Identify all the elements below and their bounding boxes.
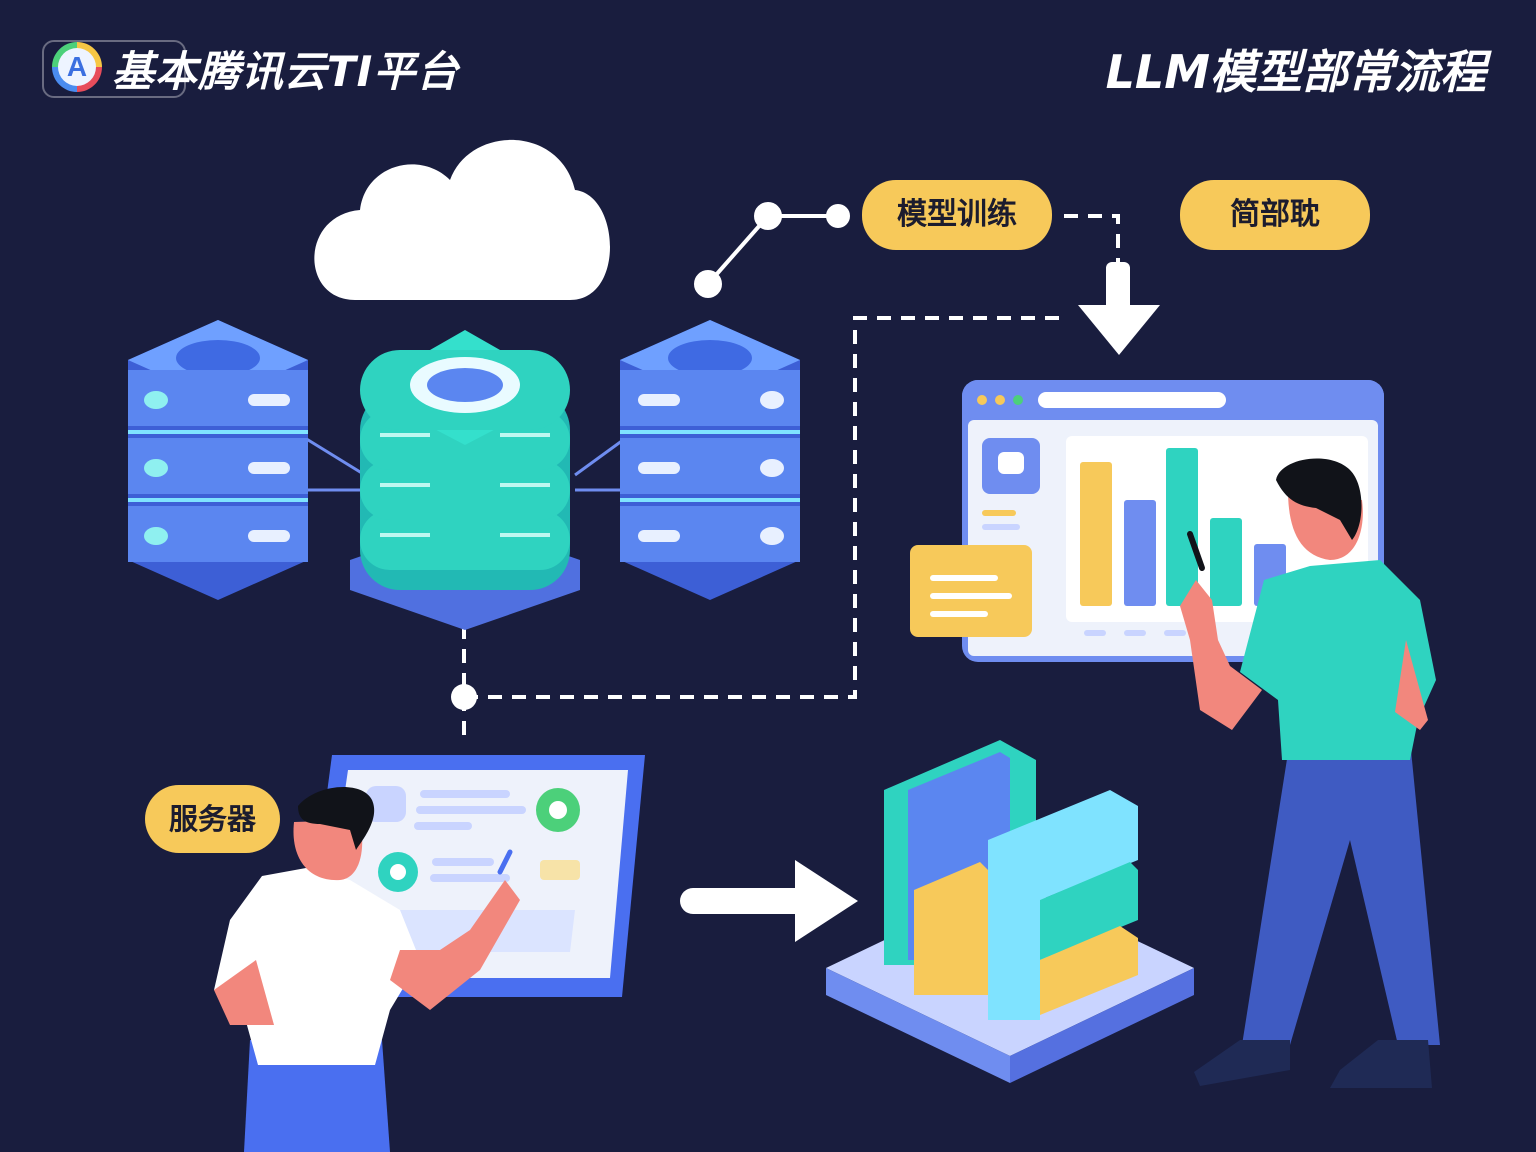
server-label: 服务器 [145,785,280,853]
person-icon [1180,458,1440,1088]
cloud-icon [314,139,610,300]
server-stack-icon [128,320,308,600]
dashed-connector-train [1064,214,1120,262]
logo-icon: A [52,42,102,92]
arrow-right-icon [680,860,858,942]
deployment-label: 简部耽 [1180,180,1370,250]
flow-title: LLM模型部常流程 [1105,45,1486,99]
database-icon [350,330,580,630]
blocks-platform-icon [826,740,1194,1083]
note-card-icon [910,545,1032,637]
platform-title: 基本腾讯云TI平台 [112,47,460,96]
server-stack-icon [620,320,800,600]
logo-letter: A [58,48,96,86]
training-connector [694,202,850,298]
logo-badge [42,40,186,98]
arrow-down-icon [1078,262,1160,355]
person-icon [214,787,520,1152]
model-training-label: 模型训练 [862,180,1052,250]
junction-dot [451,684,477,710]
